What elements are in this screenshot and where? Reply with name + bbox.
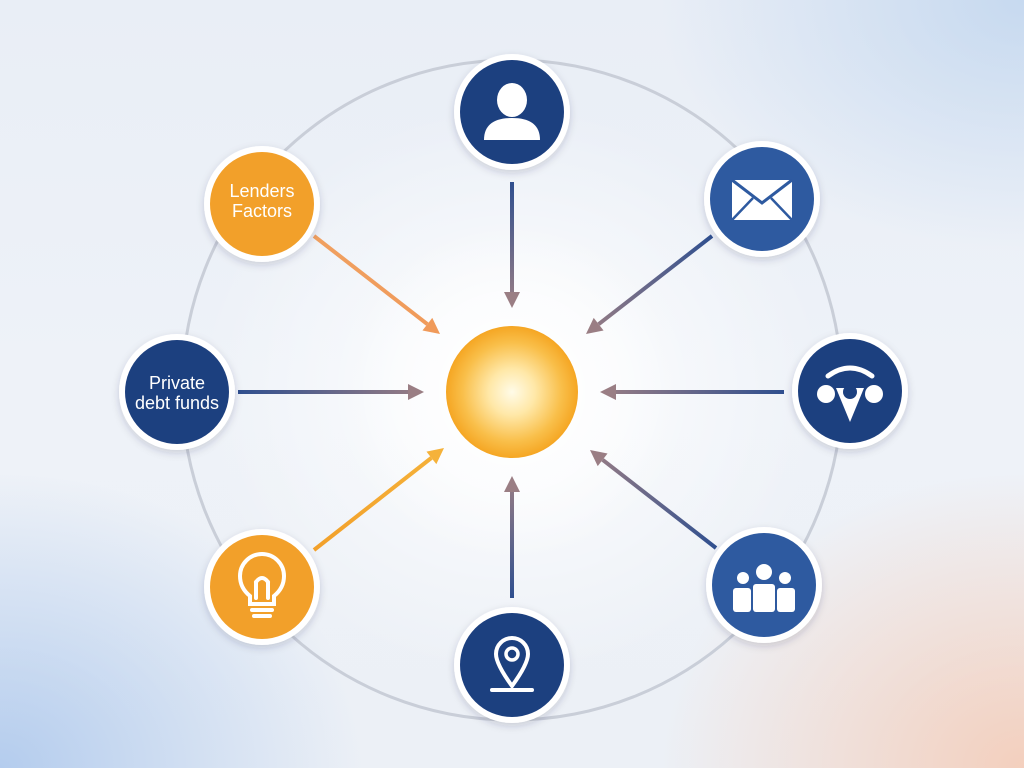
arrow-from-idea <box>312 456 433 552</box>
arrow-from-mail-head <box>586 317 604 334</box>
arrow-from-lenders <box>312 234 429 326</box>
node-idea[interactable] <box>204 529 320 645</box>
hub-sun <box>446 326 578 458</box>
arrow-from-team-head <box>590 450 608 467</box>
arrow-from-mail <box>597 234 714 326</box>
person-icon <box>484 83 540 140</box>
location-pin-icon <box>490 636 534 692</box>
node-lenders-factors[interactable] <box>204 146 320 262</box>
arrow-from-location-head <box>504 476 520 492</box>
team-icon <box>733 564 795 612</box>
node-private-debt[interactable] <box>119 334 235 450</box>
node-network[interactable] <box>792 333 908 449</box>
network-hub-icon <box>817 365 883 422</box>
node-location[interactable] <box>454 607 570 723</box>
lightbulb-icon <box>237 552 287 618</box>
arrow-from-lenders-head <box>422 317 440 334</box>
connector-arrows <box>238 182 784 598</box>
arrow-from-person-head <box>504 292 520 308</box>
node-mail[interactable] <box>704 141 820 257</box>
node-person[interactable] <box>454 54 570 170</box>
node-team[interactable] <box>706 527 822 643</box>
arrow-from-private-debt-head <box>408 384 424 400</box>
envelope-icon <box>731 178 793 221</box>
arrow-from-team <box>601 458 718 550</box>
arrow-from-idea-head <box>426 448 444 465</box>
arrow-from-network-head <box>600 384 616 400</box>
